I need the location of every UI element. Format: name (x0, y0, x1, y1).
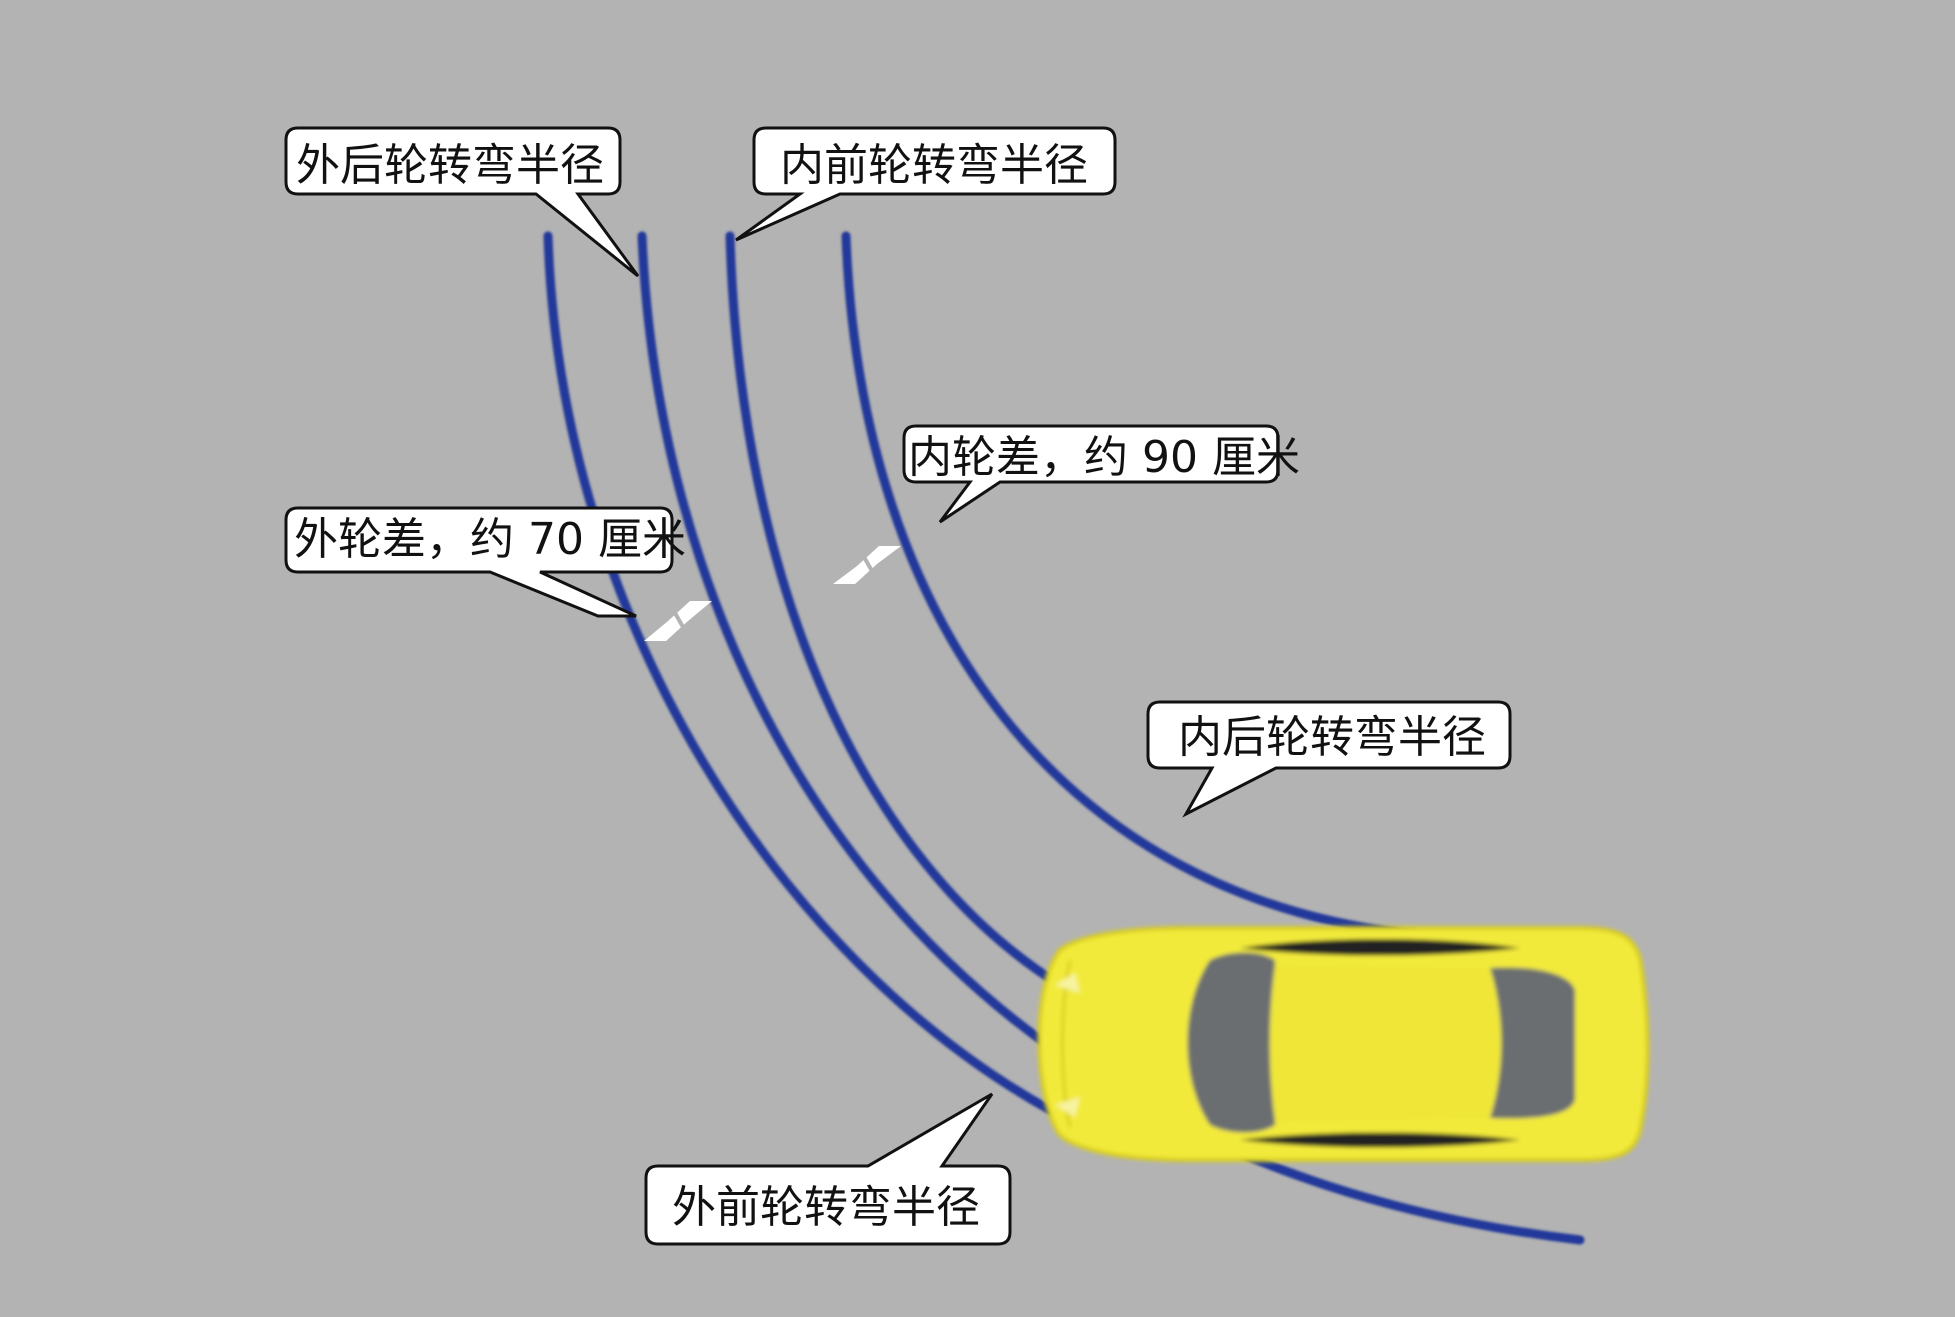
car-windshield (1187, 952, 1275, 1133)
car-roof (1269, 965, 1502, 1122)
callout-bubble (735, 126, 1117, 242)
inner-front-wheel-track (725, 231, 1065, 990)
callout-bubble (284, 126, 640, 278)
callout-inner-diff: 内轮差，约 90 厘米 (902, 424, 1300, 524)
callout-label: 外轮差，约 70 厘米 (294, 514, 686, 565)
callout-bubble (284, 506, 674, 618)
callout-label: 内前轮转弯半径 (780, 140, 1088, 191)
callout-outer-rear: 外后轮转弯半径 (284, 126, 640, 278)
callout-outer-front: 外前轮转弯半径 (644, 1092, 1012, 1246)
outer-front-wheel-track (637, 231, 1585, 1245)
callout-inner-rear: 内后轮转弯半径 (1146, 700, 1512, 818)
inner-diff-arrow (833, 546, 901, 584)
callout-label: 外前轮转弯半径 (672, 1182, 980, 1233)
callout-bubble (902, 424, 1280, 524)
callout-label: 内后轮转弯半径 (1178, 712, 1486, 763)
callout-inner-front: 内前轮转弯半径 (735, 126, 1117, 242)
outer-rear-wheel-track (543, 231, 1055, 1115)
car-headlight-right (1055, 1097, 1080, 1117)
inner-rear-wheel-track (841, 231, 1425, 940)
car-rear-window (1490, 967, 1575, 1119)
callout-bubble (644, 1092, 1012, 1246)
car-top-view-icon (1037, 926, 1650, 1162)
callout-outer-diff: 外轮差，约 70 厘米 (284, 506, 686, 618)
callout-label: 内轮差，约 90 厘米 (908, 432, 1300, 483)
callout-bubble (1146, 700, 1512, 818)
car-right-side-window (1240, 1132, 1520, 1148)
outer-diff-arrow (644, 601, 712, 641)
car-headlight-left (1055, 973, 1080, 993)
callout-label: 外后轮转弯半径 (296, 140, 604, 191)
car-left-side-window (1240, 939, 1520, 956)
